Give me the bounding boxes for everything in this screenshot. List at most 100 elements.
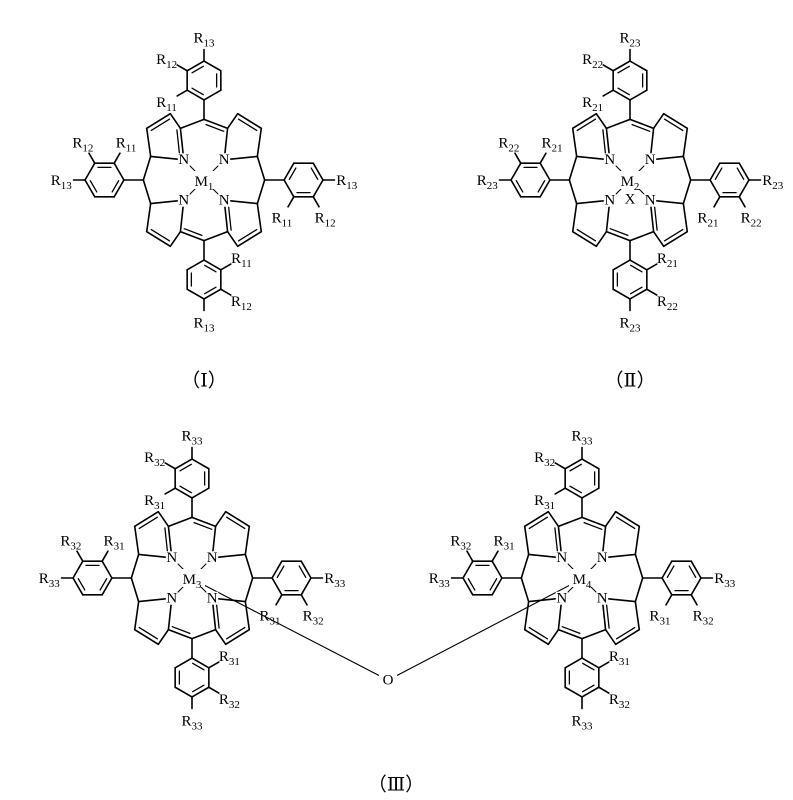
bond-ca-meso (568, 179, 578, 205)
substituent-bond (300, 594, 308, 606)
bond-ca-cb (682, 202, 689, 233)
aryl-double-bond (489, 578, 498, 591)
double-bond-cb-cb (663, 228, 684, 242)
aryl-double-bond (736, 167, 745, 180)
bond-ca-meso (256, 179, 266, 205)
bond-ca-cb (604, 510, 617, 528)
bond-cb-ca (226, 230, 239, 248)
nitrogen-label: N (556, 591, 567, 607)
bond-ca-meso (244, 577, 254, 603)
aryl-bond (491, 577, 503, 596)
double-bond-cb-cb (138, 516, 159, 530)
aryl-bond (539, 162, 551, 181)
aryl-bond (203, 89, 222, 101)
bond-ca-meso (142, 179, 152, 205)
double-bond-meso (205, 123, 225, 132)
aryl-double-bond (467, 578, 476, 591)
aryl-bond (581, 657, 600, 669)
nitrogen-label: N (645, 152, 656, 168)
label-mask (555, 551, 568, 565)
bond-ca-meso (605, 230, 631, 242)
double-bond-ca-n (554, 527, 559, 554)
metal-label: M3 (183, 572, 202, 591)
substituent-label: R23 (762, 173, 784, 192)
substituent-label: R12 (72, 136, 93, 155)
bond-ca-meso (568, 155, 578, 181)
double-bond-cb-cb (237, 118, 258, 132)
substituent-label: R21 (582, 95, 603, 114)
aryl-double-bond (688, 565, 697, 578)
bond-ca-meso (191, 516, 217, 528)
aryl-bond (113, 179, 125, 198)
aryl-double-bond (99, 578, 108, 591)
nitrogen-label: N (166, 591, 177, 607)
aryl-bond (690, 577, 702, 596)
aryl-double-bond (111, 180, 120, 193)
double-bond-ca-n (164, 527, 169, 554)
bond-ca-cb (547, 628, 560, 646)
label-mask (644, 153, 657, 167)
aryl-bond (203, 288, 222, 300)
substituent-bond (539, 152, 547, 164)
nitrogen-label: N (604, 193, 615, 209)
substituent-bond (208, 686, 220, 694)
aryl-bond (510, 179, 522, 198)
bond-ca-cb (652, 112, 665, 130)
label-mask (644, 193, 657, 207)
bond-ca-meso (167, 516, 193, 528)
bond-cb-cb (614, 628, 641, 646)
aryl-bond (113, 162, 125, 181)
double-bond-cb-cb (615, 626, 636, 640)
aryl-bond (709, 162, 721, 181)
bond-cb-ca (682, 127, 689, 158)
bond-ca-meso (179, 230, 205, 242)
aryl-bond (581, 686, 600, 698)
bond-ca-cb (145, 127, 152, 158)
metal-label: M1 (195, 174, 214, 193)
bond-ca-meso (682, 155, 692, 181)
aryl-bond (101, 577, 113, 596)
substituent-label: R33 (181, 714, 203, 733)
aryl-bond (709, 179, 721, 198)
aryl-double-bond (617, 87, 630, 96)
double-bond-meso (561, 626, 581, 635)
nitrogen-label: N (178, 193, 189, 209)
aryl-double-bond (630, 264, 643, 273)
bond-ca-cb (157, 628, 170, 646)
substituent-bond (176, 64, 188, 72)
aryl-double-bond (582, 684, 595, 693)
aryl-bond (191, 487, 210, 499)
bond-ca-meso (581, 628, 607, 640)
bond-cb-cb (224, 628, 251, 646)
double-bond-meso (631, 123, 651, 132)
aryl-bond (203, 60, 222, 72)
substituent-bond (113, 152, 121, 164)
bond-ca-meso (179, 118, 205, 130)
substituent-label: R32 (450, 534, 471, 553)
aryl-double-bond (204, 286, 217, 295)
bond-cb-ca (214, 628, 227, 646)
double-bond-cb-cb (576, 228, 597, 242)
aryl-bond (491, 560, 503, 579)
substituent-bond (598, 686, 610, 694)
bond-cb-ca (145, 202, 152, 233)
bond-cb-ca (652, 230, 665, 248)
bond-cb-ca (169, 112, 182, 130)
substituent-bond (646, 263, 658, 271)
substituent-label: R11 (116, 136, 137, 155)
label-mask (569, 569, 595, 587)
bond-ca-meso (520, 553, 530, 579)
bond-ca-meso (629, 118, 655, 130)
substituent-label: R13 (51, 173, 73, 192)
aryl-bond (283, 162, 295, 181)
substituent-label: R31 (534, 493, 555, 512)
bond-cb-cb (571, 112, 598, 130)
aryl-bond (629, 60, 648, 72)
substituent-label: R21 (697, 210, 718, 229)
nitrogen-label: N (597, 550, 608, 566)
bond-ca-meso (203, 118, 229, 130)
